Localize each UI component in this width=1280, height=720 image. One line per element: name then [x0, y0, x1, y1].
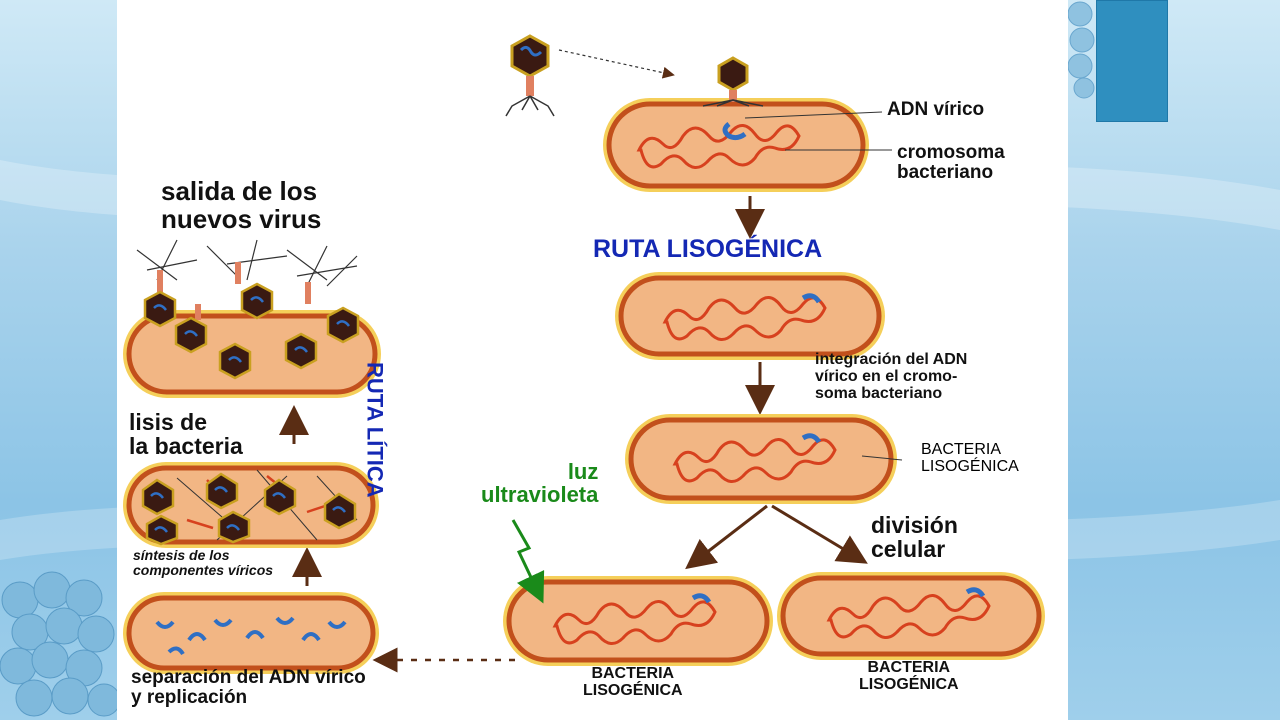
viral-cycle-diagram	[123, 34, 1045, 674]
label-bacteria-lisogenica-3: BACTERIA LISOGÉNICA	[859, 659, 959, 693]
label-cromosoma-bacteriano: cromosoma bacteriano	[897, 142, 1005, 184]
label-lisis: lisis de la bacteria	[129, 409, 243, 460]
label-division-celular: división celular	[871, 512, 958, 563]
arrow-division-right	[771, 504, 868, 564]
molecule-cluster-bottom-left	[0, 571, 121, 717]
slide-content: ADN vírico cromosoma bacteriano RUTA LIS…	[117, 0, 1068, 720]
bacterium-daughter-right	[777, 572, 1045, 660]
dotted-arrow-infection	[558, 49, 675, 79]
arrow-division-left	[685, 504, 768, 570]
bacterium-synthesis	[123, 462, 379, 548]
phage-icon-free	[505, 34, 555, 117]
label-bacteria-lisogenica-2: BACTERIA LISOGÉNICA	[583, 665, 683, 699]
bacterium-lysogenic-formed	[625, 414, 897, 504]
bacterium-daughter-left	[503, 576, 773, 666]
label-bacteria-lisogenica-1: BACTERIA LISOGÉNICA	[921, 441, 1019, 475]
title-ruta-litica: RUTA LÍTICA	[362, 362, 388, 498]
label-sintesis: síntesis de los componentes víricos	[133, 547, 274, 578]
decorative-blue-rectangle	[1096, 0, 1168, 122]
label-luz-ultravioleta: luz ultravioleta	[481, 459, 599, 508]
bacterium-lysis	[123, 239, 381, 398]
pointer-bacteria-1	[861, 455, 903, 461]
uv-lightning-arrow	[511, 519, 545, 604]
label-integracion: integración del ADN vírico en el cromo- …	[815, 351, 968, 402]
label-salida-virus: salida de los nuevos virus	[161, 176, 322, 234]
bacterium-lysogenic-step	[615, 272, 885, 360]
title-ruta-lisogenica: RUTA LISOGÉNICA	[593, 235, 823, 263]
bacterium-infected	[603, 56, 869, 192]
label-adn-virico: ADN vírico	[887, 99, 985, 120]
molecule-cluster-top-right	[1067, 1, 1095, 99]
bacterium-dna-replication	[123, 592, 379, 674]
label-separacion: separación del ADN vírico y replicación	[131, 667, 366, 709]
pointer-adn	[744, 111, 883, 119]
